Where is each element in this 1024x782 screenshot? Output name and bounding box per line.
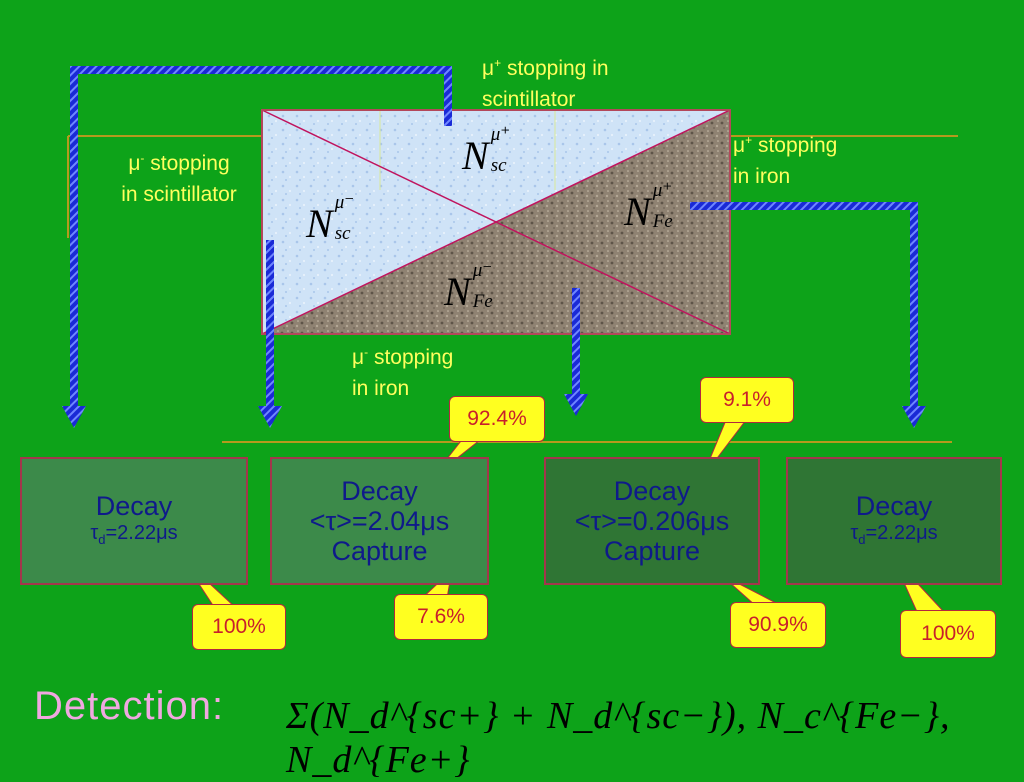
detection-formula: Σ(N_d^{sc+} + N_d^{sc−}), N_c^{Fe−}, N_d… <box>286 695 951 781</box>
callout-percent: 100% <box>192 604 286 650</box>
label-mu-plus-iron: μ+ stopping in iron <box>733 133 838 188</box>
box-title: Decay <box>341 476 418 506</box>
callout-percent: 7.6% <box>394 594 488 640</box>
box-title: Decay <box>95 490 173 521</box>
detector-block <box>261 109 731 335</box>
box-lifetime: <τ>=2.04μs <box>309 506 450 536</box>
detection-label: Detection: <box>34 684 225 728</box>
separator-lines <box>67 135 958 443</box>
box-subtitle: Capture <box>331 536 428 566</box>
box-lifetime: τd=2.22μs <box>850 521 938 547</box>
box-lifetime: <τ>=0.206μs <box>574 506 730 536</box>
flow-arrows <box>62 66 926 428</box>
callout-percent: 92.4% <box>449 396 545 442</box>
label-mu-plus-scintillator: μ+ stopping in scintillator <box>482 56 609 111</box>
label-mu-minus-iron: μ- stopping in iron <box>352 345 454 400</box>
box-title: Decay <box>855 490 933 521</box>
box-lifetime: τd=2.22μs <box>90 521 178 547</box>
callout-percent: 9.1% <box>700 377 794 423</box>
box-title: Decay <box>613 476 691 506</box>
label-mu-minus-scintillator: μ- stopping in scintillator <box>121 151 237 206</box>
result-box-iron-plus: Decay τd=2.22μs <box>786 457 1002 585</box>
result-box-iron-minus: Decay <τ>=0.206μs Capture <box>544 457 760 585</box>
callout-percent: 100% <box>900 610 996 658</box>
result-box-scint-plus: Decay τd=2.22μs <box>20 457 248 585</box>
result-box-scint-minus: Decay <τ>=2.04μs Capture <box>270 457 489 585</box>
box-subtitle: Capture <box>603 536 701 566</box>
callout-percent: 90.9% <box>730 602 826 648</box>
